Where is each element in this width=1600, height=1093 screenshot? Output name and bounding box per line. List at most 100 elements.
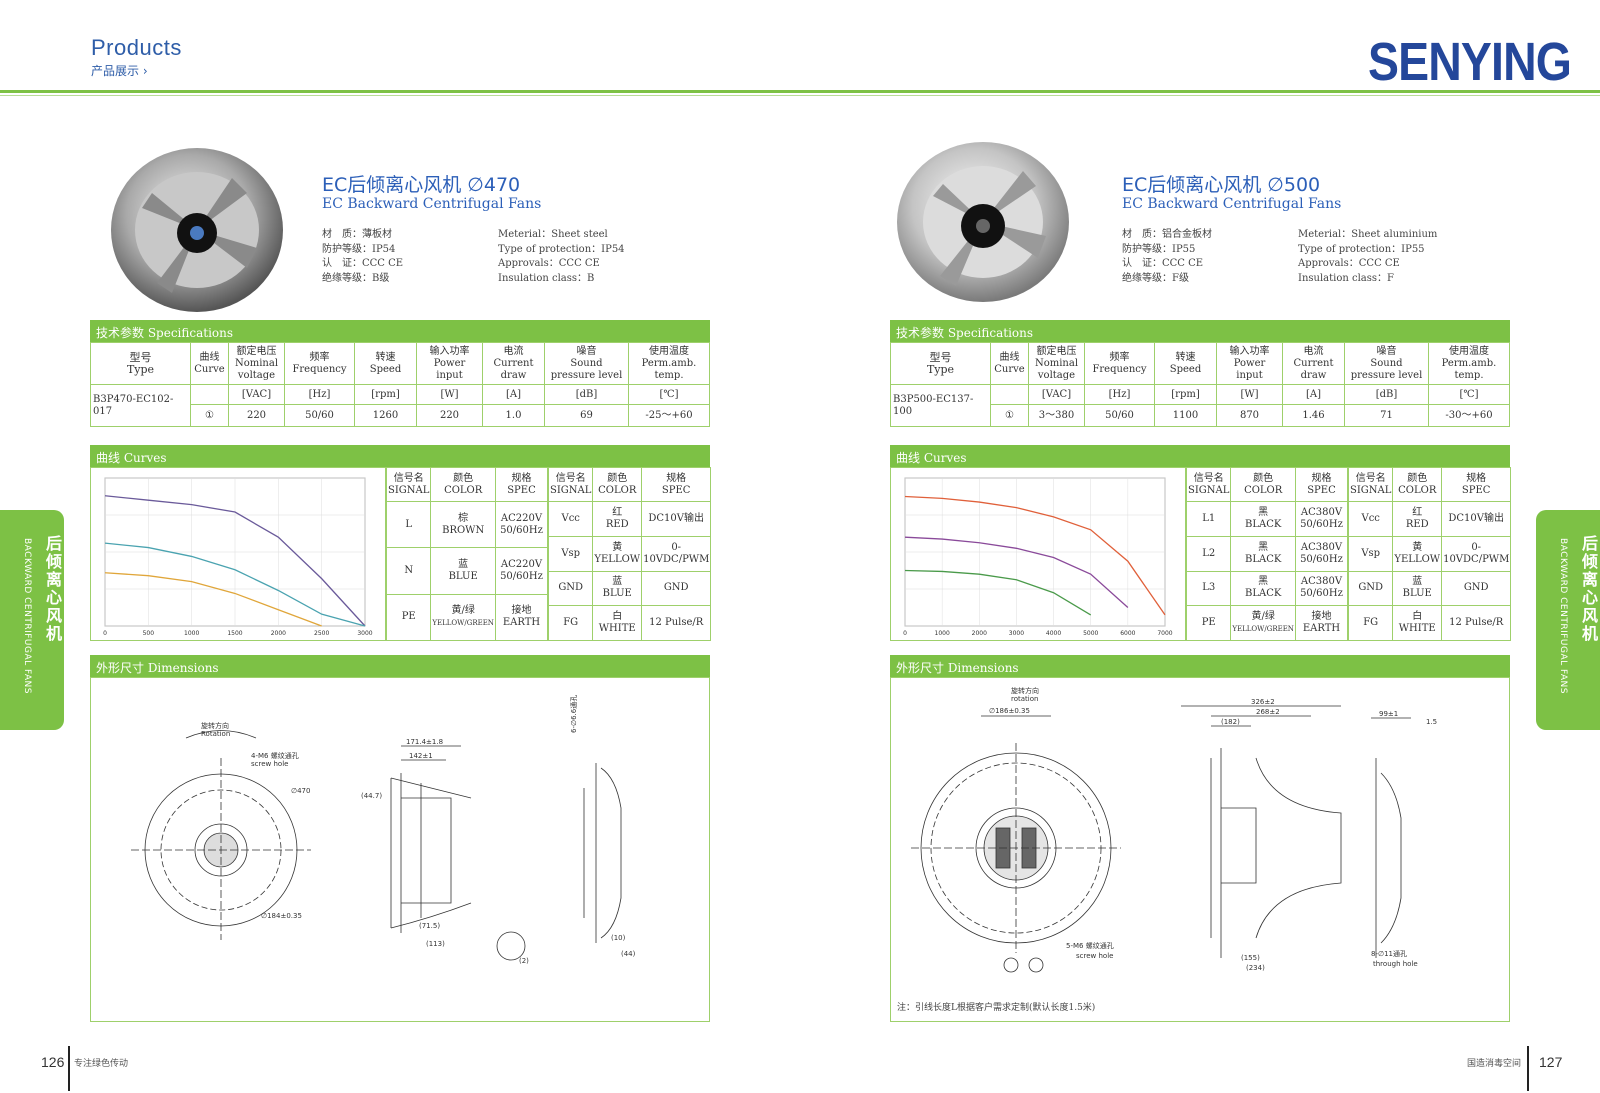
row-current: 1.0	[482, 404, 545, 427]
row-noise: 71	[1344, 404, 1429, 427]
h-power: 输入功率	[1229, 345, 1270, 357]
h-power: 输入功率	[429, 345, 470, 357]
dim-label-screw-en: screw hole	[1076, 952, 1113, 960]
row-noise: 69	[544, 404, 629, 427]
row-current: 1.46	[1282, 404, 1345, 427]
h-type: 型号	[129, 350, 152, 364]
dim-label-holes: 8-∅11通孔	[1371, 949, 1407, 958]
sig-cell: PE	[385, 593, 432, 642]
chart-series-line-2	[904, 569, 1092, 616]
sh-sig: 信号名	[393, 472, 424, 484]
h-speed-en: Speed	[1169, 363, 1202, 375]
sig-cell: L1	[1185, 501, 1232, 537]
row-speed: 1260	[354, 404, 417, 427]
unit-volt: [VAC]	[1028, 384, 1085, 405]
h-noise-en: Sound pressure level	[550, 357, 623, 381]
prop-material: 材 质：铝合金板材	[1122, 229, 1212, 240]
h-current-en: Current draw	[1293, 357, 1334, 381]
sh-sig-en: SIGNAL	[1350, 484, 1392, 496]
sig-color-en: WHITE	[598, 623, 636, 635]
dimension-drawing: 旋转方向 Rotation 4-M6 螺纹通孔 screw hole ∅470 …	[90, 677, 710, 1022]
dimension-drawing: ∅186±0.35 旋转方向 rotation 5-M6 螺纹通孔 screw …	[890, 677, 1510, 1022]
prop-material-en: Meterial：Sheet aluminium	[1298, 229, 1438, 240]
h-curve-en: Curve	[994, 363, 1025, 375]
chart-series-line-0	[904, 495, 1166, 616]
sig-color-en: WHITE	[1398, 623, 1436, 635]
spec-bar: 技术参数 Specifications	[90, 320, 710, 342]
brand-logo: SENYING	[1368, 32, 1572, 92]
dim-label-182: (182)	[1221, 718, 1240, 726]
sig-spec: 接地 EARTH	[494, 593, 549, 642]
props-cn: 材 质：铝合金板材 防护等级：IP55 认 证：CCC CE 绝缘等级：F级	[1122, 228, 1212, 286]
dimensions-bar: 外形尺寸 Dimensions	[890, 655, 1510, 677]
dim-label-99: 99±1	[1379, 710, 1398, 718]
h-power-en: Power input	[433, 357, 466, 381]
sig-color: 黄/绿	[1251, 611, 1275, 623]
prop-material-en: Meterial：Sheet steel	[498, 229, 608, 240]
sig-cell: L	[385, 500, 432, 549]
dim-label-rotation-en: Rotation	[201, 730, 230, 738]
prop-insulation-en: Insulation class：F	[1298, 272, 1394, 284]
h-power-en: Power input	[1233, 357, 1266, 381]
unit-power: [W]	[416, 384, 483, 405]
sh-spec: 规格	[1466, 472, 1487, 484]
sig-spec: GND	[641, 570, 712, 607]
props-en: Meterial：Sheet steel Type of protection：…	[498, 228, 625, 286]
sig-cell: GND	[1347, 570, 1394, 607]
sig-color: 红	[612, 506, 623, 518]
dim-label-234: (234)	[1246, 964, 1265, 972]
row-freq: 50/60	[284, 404, 355, 427]
unit-noise: [dB]	[544, 384, 629, 405]
sh-col: 颜色	[607, 472, 628, 484]
h-volt-en: Nominal voltage	[1034, 357, 1079, 381]
dim-label-268: 268±2	[1256, 708, 1280, 716]
sh-col-en: COLOR	[598, 484, 637, 496]
sig-spec: AC220V 50/60Hz	[494, 500, 549, 549]
chart-x-tick-label: 2000	[972, 630, 987, 637]
h-speed-en: Speed	[369, 363, 402, 375]
chart-series-line-0	[104, 495, 366, 627]
sig-color-en: BLUE	[602, 588, 632, 600]
sh-sig-en: SIGNAL	[550, 484, 592, 496]
sig-color: 蓝	[612, 576, 623, 588]
header-divider	[0, 90, 1600, 93]
chart-x-tick-label: 1000	[184, 630, 199, 637]
dim-label-d470: ∅470	[291, 787, 310, 795]
header-subtitle: 产品展示 ›	[91, 64, 148, 78]
sig-spec: AC380V 50/60Hz	[1294, 570, 1349, 607]
dim-label-rotation: 旋转方向	[1011, 686, 1039, 695]
prop-approvals: 认 证：CCC CE	[1122, 258, 1204, 269]
sh-spec: 规格	[666, 472, 687, 484]
chart-x-tick-label: 4000	[1046, 630, 1061, 637]
sig-color-en: YELLOW/GREEN	[432, 619, 494, 628]
header-divider-thin	[0, 95, 1600, 96]
row-type: B3P470-EC102-017	[90, 384, 191, 427]
sig-spec: 0-10VDC/PWM	[641, 535, 712, 572]
dim-label-142: 142±1	[409, 752, 433, 760]
sh-col: 颜色	[1407, 472, 1428, 484]
product-panel-470: EC后倾离心风机 ∅470 EC Backward Centrifugal Fa…	[90, 100, 740, 1030]
prop-insulation-en: Insulation class：B	[498, 272, 595, 284]
sig-color: 白	[612, 611, 623, 623]
h-volt-en: Nominal voltage	[234, 357, 279, 381]
h-curve: 曲线	[199, 351, 220, 363]
unit-temp: [℃]	[1428, 384, 1510, 405]
sh-sig: 信号名	[1355, 472, 1386, 484]
row-curve: ①	[990, 404, 1029, 427]
dim-label-155: (155)	[1241, 954, 1260, 962]
dimension-drawing-icon: 旋转方向 Rotation 4-M6 螺纹通孔 screw hole ∅470 …	[131, 695, 636, 965]
sig-color: 蓝	[458, 558, 469, 570]
h-type-en: Type	[126, 362, 155, 376]
dim-label-holes: 6-∅6.6通孔	[569, 695, 578, 733]
sig-color-en: BLACK	[1245, 553, 1282, 565]
h-freq-en: Frequency	[292, 363, 347, 375]
prop-approvals-en: Approvals：CCC CE	[1298, 258, 1400, 269]
unit-freq: [Hz]	[1084, 384, 1155, 405]
row-curve: ①	[190, 404, 229, 427]
sig-cell: L2	[1185, 535, 1232, 572]
unit-volt: [VAC]	[228, 384, 285, 405]
h-type: 型号	[929, 350, 952, 364]
